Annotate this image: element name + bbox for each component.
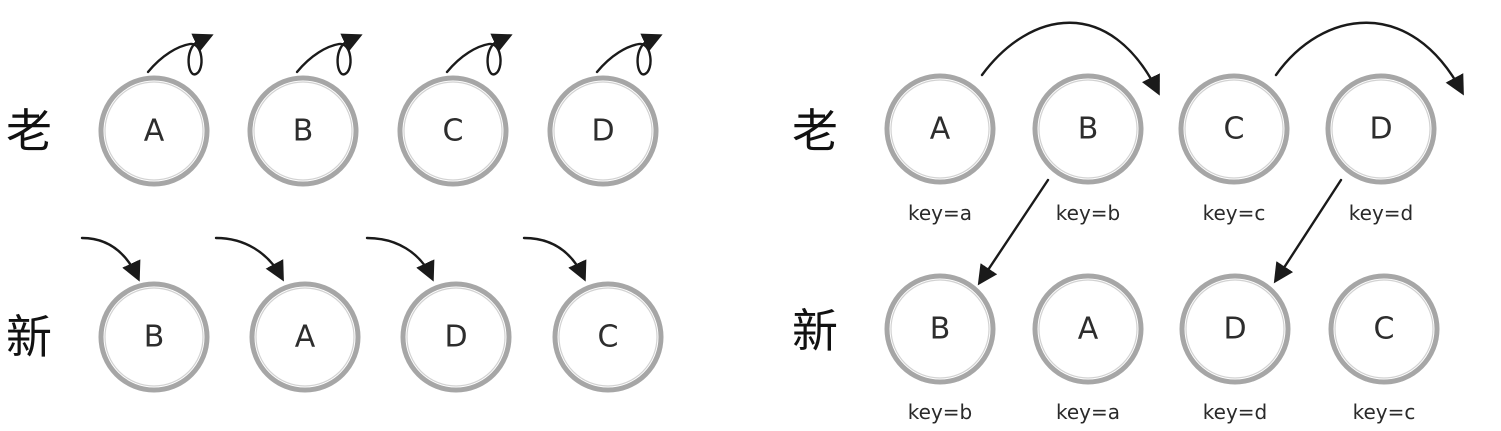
- left-new-node-1: A: [249, 281, 361, 393]
- left-new-row-label: 新: [6, 310, 52, 364]
- key-label: key=b: [1056, 201, 1120, 225]
- key-label: key=c: [1353, 400, 1416, 424]
- right-new-node-0: B key=b: [884, 273, 996, 424]
- key-label: key=b: [908, 400, 972, 424]
- node-label: B: [293, 114, 314, 149]
- left-old-node-1: B: [247, 75, 359, 187]
- insert-arrow: [214, 236, 284, 282]
- left-old-node-2: C: [397, 75, 509, 187]
- loop-arrow: [295, 33, 363, 76]
- node-label: B: [1078, 112, 1099, 147]
- key-label: key=d: [1349, 201, 1413, 225]
- move-arrow: [1274, 21, 1464, 96]
- node-label: B: [930, 312, 951, 347]
- right-new-node-2: D key=d: [1179, 273, 1291, 424]
- right-old-row-label: 老: [792, 104, 838, 158]
- left-old-row-label: 老: [6, 104, 52, 158]
- left-old-node-0: A: [98, 75, 210, 187]
- left-new-node-0: B: [98, 281, 210, 393]
- node-label: A: [144, 114, 165, 149]
- node-label: D: [1223, 312, 1246, 347]
- node-label: D: [444, 320, 467, 355]
- left-new-node-2: D: [400, 281, 512, 393]
- right-old-node-0: A key=a: [884, 73, 996, 225]
- right-panel: 老 新 A key=a B key=b C key=c D key=d: [792, 21, 1464, 424]
- insert-arrow: [522, 236, 587, 282]
- right-new-row-label: 新: [792, 304, 838, 358]
- right-old-node-1: B key=b: [1032, 73, 1144, 225]
- node-label: A: [930, 112, 951, 147]
- mapping-arrow: [1273, 178, 1343, 284]
- loop-arrow: [445, 33, 513, 76]
- node-label: B: [144, 320, 165, 355]
- mapping-arrow: [977, 178, 1050, 286]
- node-label: C: [1224, 112, 1245, 147]
- node-label: C: [1374, 312, 1395, 347]
- loop-arrow: [595, 33, 663, 76]
- node-label: D: [591, 114, 614, 149]
- right-old-node-2: C key=c: [1178, 73, 1290, 225]
- key-label: key=a: [1056, 400, 1120, 424]
- right-old-node-3: D key=d: [1325, 73, 1437, 225]
- left-new-node-3: C: [552, 281, 664, 393]
- move-arrow: [980, 21, 1160, 96]
- node-label: C: [598, 320, 619, 355]
- insert-arrow: [365, 236, 435, 282]
- node-label: C: [443, 114, 464, 149]
- left-old-node-3: D: [547, 75, 659, 187]
- left-panel: 老 新 A B C D: [6, 33, 664, 393]
- right-new-node-3: C key=c: [1328, 273, 1440, 424]
- key-label: key=c: [1203, 201, 1266, 225]
- loop-arrow: [146, 33, 214, 76]
- node-label: A: [1078, 312, 1099, 347]
- node-label: A: [295, 320, 316, 355]
- key-label: key=d: [1203, 400, 1267, 424]
- right-new-node-1: A key=a: [1032, 273, 1144, 424]
- node-label: D: [1369, 112, 1392, 147]
- key-label: key=a: [908, 201, 972, 225]
- insert-arrow: [80, 236, 141, 282]
